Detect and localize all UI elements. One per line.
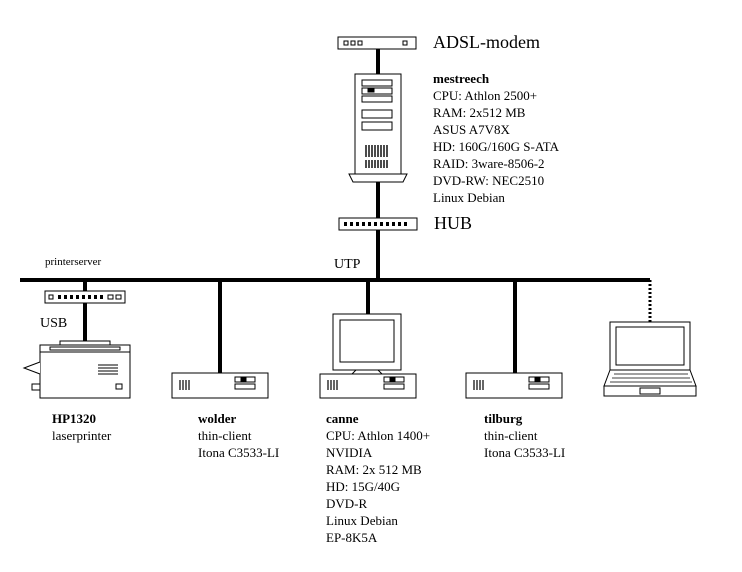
hub-icon	[338, 217, 418, 231]
wolder-name: wolder	[198, 411, 237, 426]
adsl-modem-label: ADSL-modem	[433, 32, 540, 52]
printer-name: HP1320	[52, 411, 97, 426]
wolder-info: wolder thin-client Itona C3533-LI	[198, 410, 279, 461]
wolder-line: thin-client	[198, 428, 252, 443]
server-spec: RAM: 2x512 MB	[433, 105, 526, 120]
canne-line: DVD-R	[326, 496, 368, 511]
server-spec: RAID: 3ware-8506-2	[433, 156, 545, 171]
usb-label: USB	[40, 316, 68, 331]
adsl-modem-icon	[337, 36, 417, 50]
wolder-thinclient-icon	[171, 372, 269, 399]
server-spec: DVD-RW: NEC2510	[433, 173, 545, 188]
server-spec: CPU: Athlon 2500+	[433, 88, 538, 103]
wolder-line: Itona C3533-LI	[198, 445, 280, 460]
server-tower-icon	[348, 73, 408, 183]
canne-line: CPU: Athlon 1400+	[326, 428, 431, 443]
canne-info: canne CPU: Athlon 1400+ NVIDIA RAM: 2x 5…	[326, 410, 430, 546]
utp-label: UTP	[334, 257, 361, 272]
server-spec: HD: 160G/160G S-ATA	[433, 139, 560, 154]
hub-label: HUB	[434, 213, 473, 233]
cables	[20, 49, 652, 373]
tilburg-line: thin-client	[484, 428, 538, 443]
laser-printer-icon	[22, 340, 131, 399]
printer-info: HP1320 laserprinter	[52, 410, 111, 444]
canne-desktop-icon	[319, 313, 417, 399]
tilburg-info: tilburg thin-client Itona C3533-LI	[484, 410, 565, 461]
laptop-icon	[603, 321, 697, 397]
printserver-label: printerserver	[45, 256, 102, 268]
tilburg-thinclient-icon	[465, 372, 563, 399]
printer-line: laserprinter	[52, 428, 112, 443]
canne-name: canne	[326, 411, 359, 426]
server-name: mestreech	[433, 71, 490, 86]
canne-line: NVIDIA	[326, 445, 373, 460]
server-spec: Linux Debian	[433, 190, 505, 205]
tilburg-line: Itona C3533-LI	[484, 445, 566, 460]
server-spec: ASUS A7V8X	[433, 122, 510, 137]
server-info: mestreech CPU: Athlon 2500+ RAM: 2x512 M…	[433, 70, 559, 206]
canne-line: HD: 15G/40G	[326, 479, 401, 494]
canne-line: Linux Debian	[326, 513, 398, 528]
canne-line: EP-8K5A	[326, 530, 378, 545]
canne-line: RAM: 2x 512 MB	[326, 462, 422, 477]
printserver-icon	[44, 290, 126, 304]
tilburg-name: tilburg	[484, 411, 523, 426]
